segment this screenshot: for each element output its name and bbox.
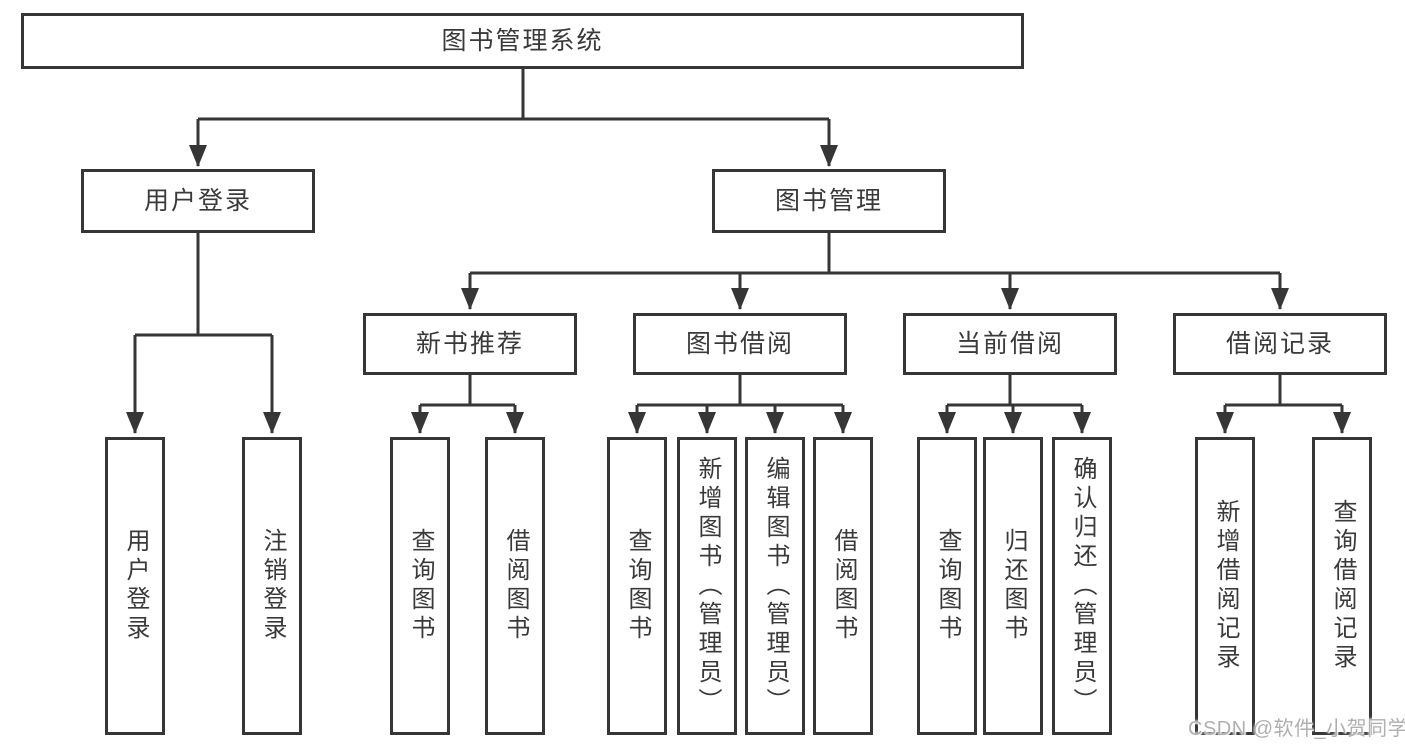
node-label: 当前借阅 — [955, 329, 1064, 358]
leaf-query-books-recommend: 查询图书 — [390, 437, 450, 735]
node-label: 图书管理系统 — [441, 26, 604, 55]
node-current-borrowing: 当前借阅 — [903, 313, 1117, 375]
leaf-add-borrow-record: 新增借阅记录 — [1195, 437, 1255, 735]
node-new-book-recommendation: 新书推荐 — [363, 313, 577, 375]
leaf-label: 新增图书（管理员） — [694, 455, 721, 717]
node-label: 借阅记录 — [1225, 329, 1334, 358]
leaf-label: 借阅图书 — [502, 528, 529, 644]
leaf-label: 查询借阅记录 — [1329, 499, 1356, 673]
leaf-label: 编辑图书（管理员） — [762, 455, 789, 717]
node-user-login: 用户登录 — [81, 169, 315, 233]
leaf-return-books: 归还图书 — [983, 437, 1043, 735]
leaf-user-login: 用户登录 — [105, 437, 165, 735]
node-book-management: 图书管理 — [712, 169, 946, 233]
leaf-confirm-return-admin: 确认归还（管理员） — [1052, 437, 1112, 735]
leaf-label: 新增借阅记录 — [1212, 499, 1239, 673]
leaf-add-books-admin: 新增图书（管理员） — [677, 437, 737, 735]
leaf-label: 查询图书 — [407, 528, 434, 644]
leaf-label: 查询图书 — [624, 528, 651, 644]
leaf-label: 注销登录 — [259, 528, 286, 644]
node-borrowing-records: 借阅记录 — [1173, 313, 1387, 375]
leaf-label: 确认归还（管理员） — [1069, 455, 1096, 717]
leaf-borrow-books-recommend: 借阅图书 — [485, 437, 545, 735]
node-label: 图书管理 — [774, 186, 883, 215]
watermark: CSDN @软件_小贺同学 — [1188, 718, 1405, 740]
node-library-management-system: 图书管理系统 — [21, 13, 1024, 69]
leaf-query-books-borrow: 查询图书 — [607, 437, 667, 735]
node-label: 图书借阅 — [685, 329, 794, 358]
leaf-query-borrow-record: 查询借阅记录 — [1312, 437, 1372, 735]
leaf-label: 归还图书 — [1000, 528, 1027, 644]
node-label: 新书推荐 — [415, 329, 524, 358]
leaf-edit-books-admin: 编辑图书（管理员） — [745, 437, 805, 735]
node-book-borrowing: 图书借阅 — [633, 313, 847, 375]
leaf-query-books-current: 查询图书 — [917, 437, 977, 735]
leaf-borrow-books: 借阅图书 — [813, 437, 873, 735]
leaf-label: 用户登录 — [122, 528, 149, 644]
leaf-label: 查询图书 — [934, 528, 961, 644]
leaf-label: 借阅图书 — [830, 528, 857, 644]
leaf-logout: 注销登录 — [242, 437, 302, 735]
node-label: 用户登录 — [143, 186, 252, 215]
